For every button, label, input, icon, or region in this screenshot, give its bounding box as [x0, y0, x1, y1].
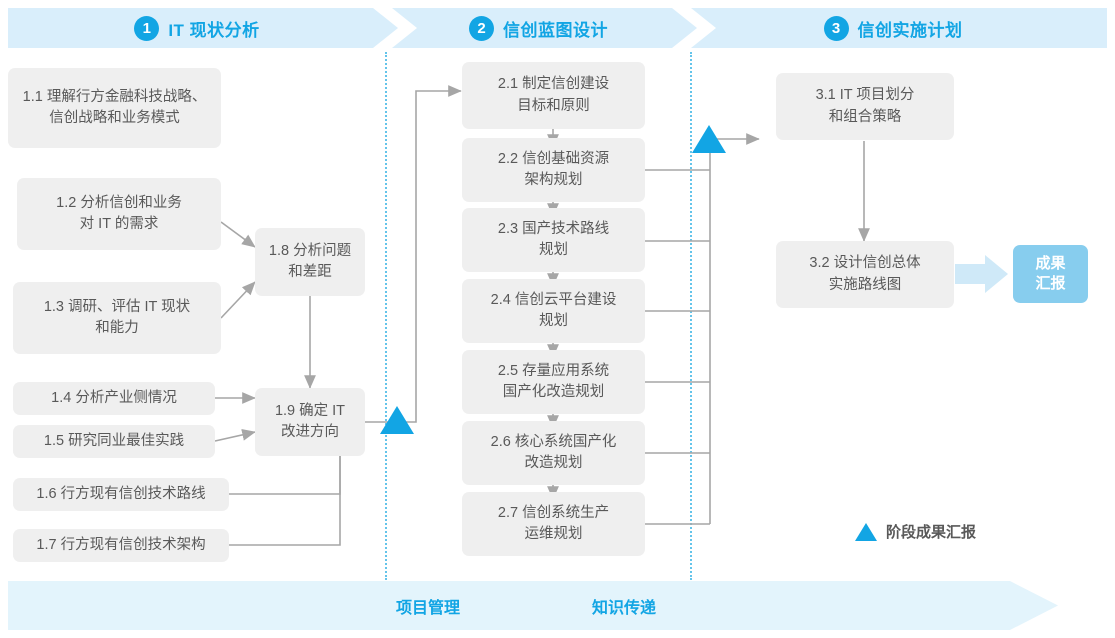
phase-header-2: 2 信创蓝图设计 [392, 8, 697, 48]
task-box-3-1[interactable]: 3.1 IT 项目划分 和组合策略 [776, 73, 954, 140]
task-box-1-9[interactable]: 1.9 确定 IT 改进方向 [255, 388, 365, 456]
task-box-2-1[interactable]: 2.1 制定信创建设 目标和原则 [462, 62, 645, 129]
task-box-1-2[interactable]: 1.2 分析信创和业务 对 IT 的需求 [17, 178, 221, 250]
phase-title-3: 信创实施计划 [857, 20, 963, 40]
task-box-2-4[interactable]: 2.4 信创云平台建设 规划 [462, 279, 645, 343]
task-box-3-2[interactable]: 3.2 设计信创总体 实施路线图 [776, 241, 954, 308]
phase-header-1: 1 IT 现状分析 [8, 8, 398, 48]
bottom-band-label-project-management: 项目管理 [396, 600, 461, 617]
phase-number-1: 1 [134, 15, 160, 41]
task-box-1-5[interactable]: 1.5 研究同业最佳实践 [13, 425, 215, 458]
bottom-band-label-knowledge-transfer: 知识传递 [592, 600, 657, 617]
milestone-triangle-1 [380, 406, 414, 434]
legend: 阶段成果汇报 [855, 521, 976, 542]
legend-label: 阶段成果汇报 [886, 524, 977, 541]
phase-title-2: 信创蓝图设计 [503, 20, 608, 40]
result-badge[interactable]: 成果 汇报 [1013, 245, 1088, 303]
phase-number-2: 2 [469, 15, 494, 41]
task-box-2-6[interactable]: 2.6 核心系统国产化 改造规划 [462, 421, 645, 485]
task-box-1-6[interactable]: 1.6 行方现有信创技术路线 [13, 478, 229, 511]
task-box-2-7[interactable]: 2.7 信创系统生产 运维规划 [462, 492, 645, 556]
phase-title-1: IT 现状分析 [168, 20, 260, 40]
task-box-1-7[interactable]: 1.7 行方现有信创技术架构 [13, 529, 229, 562]
bottom-band [8, 581, 1058, 630]
task-box-2-2[interactable]: 2.2 信创基础资源 架构规划 [462, 138, 645, 202]
phase-number-3: 3 [823, 15, 849, 41]
task-box-2-3[interactable]: 2.3 国产技术路线 规划 [462, 208, 645, 272]
task-box-1-3[interactable]: 1.3 调研、评估 IT 现状 和能力 [13, 282, 221, 354]
column-separator-1 [385, 52, 387, 580]
task-box-1-1[interactable]: 1.1 理解行方金融科技战略、 信创战略和业务模式 [8, 68, 221, 148]
milestone-triangle-2 [692, 125, 726, 153]
task-box-1-4[interactable]: 1.4 分析产业侧情况 [13, 382, 215, 415]
task-box-1-8[interactable]: 1.8 分析问题 和差距 [255, 228, 365, 296]
result-arrow [955, 255, 1008, 293]
column-separator-2 [690, 52, 692, 580]
milestone-triangle-icon [855, 522, 877, 541]
task-box-2-5[interactable]: 2.5 存量应用系统 国产化改造规划 [462, 350, 645, 414]
phase-header-3: 3 信创实施计划 [691, 8, 1107, 48]
